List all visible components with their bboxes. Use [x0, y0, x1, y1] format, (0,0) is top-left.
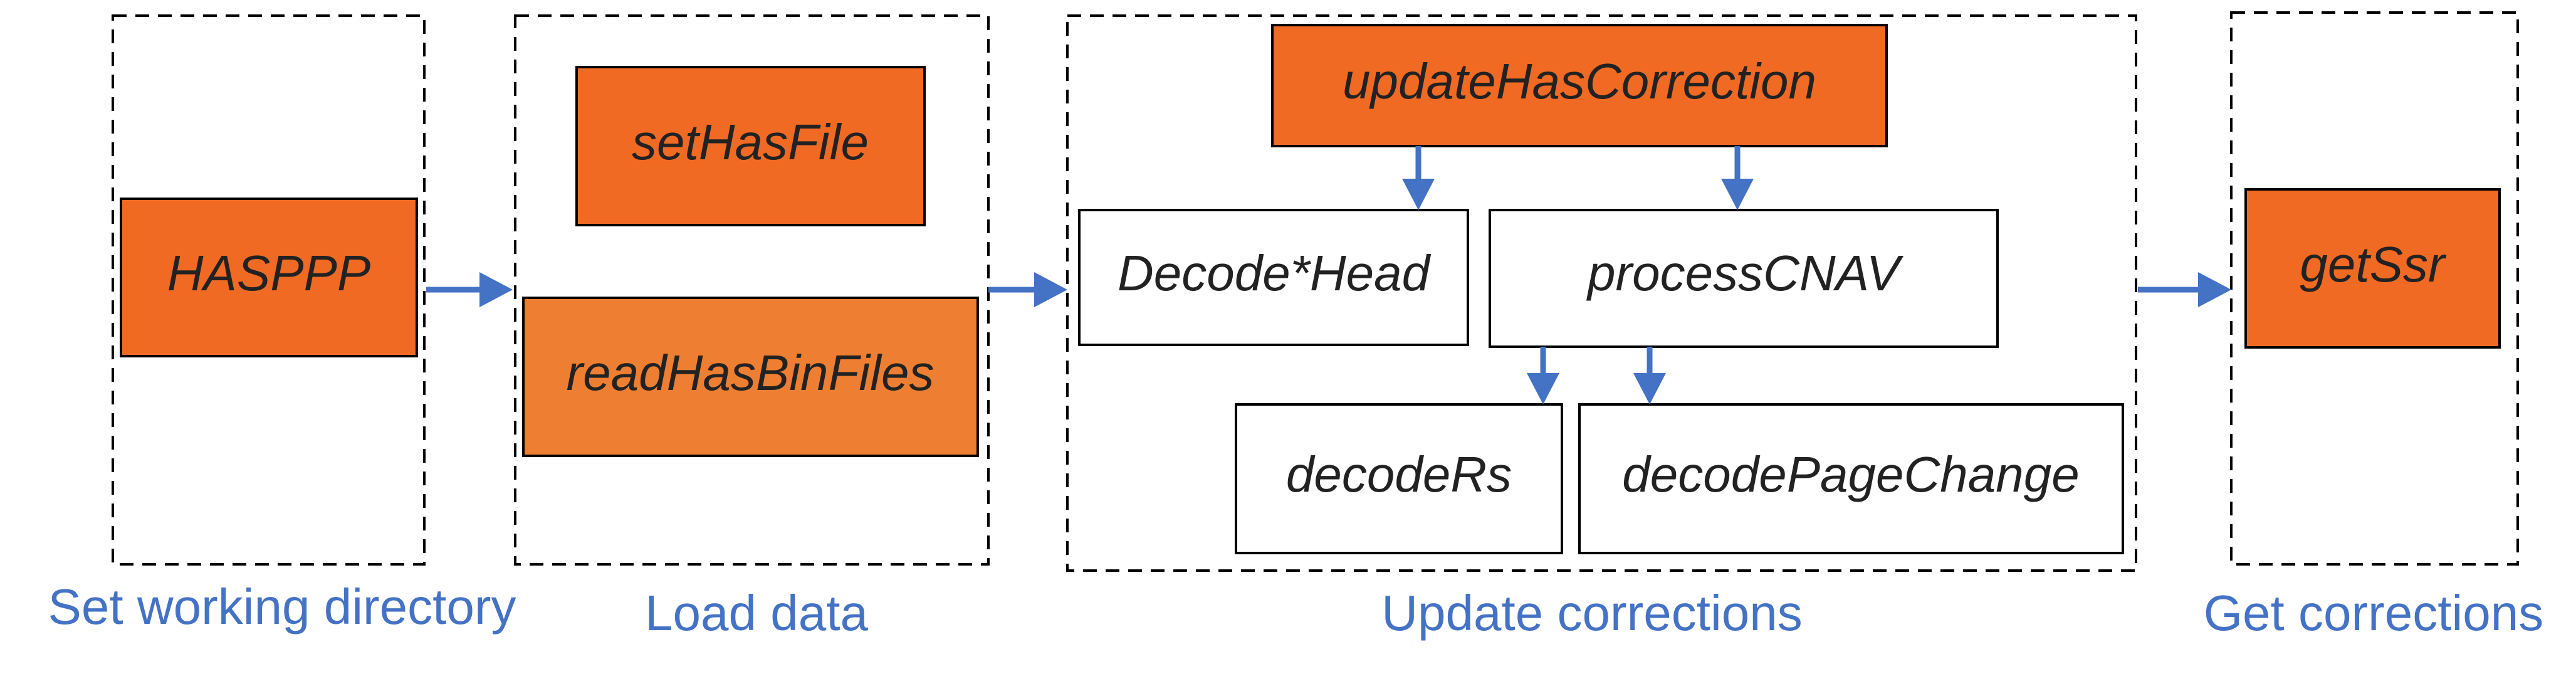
hasppp-label: HASPPP — [167, 245, 371, 301]
update-has-correction-label: updateHasCorrection — [1343, 53, 1816, 109]
get-ssr-label: getSsr — [2300, 236, 2447, 292]
arrow-update-to-decode-head — [1402, 146, 1435, 210]
arrow-load-to-update — [988, 272, 1067, 307]
update-has-correction-box — [1271, 24, 1888, 147]
decode-rs-label: decodeRs — [1286, 446, 1512, 502]
decode-page-change-box — [1578, 403, 2124, 554]
process-cnav-label: processCNAV — [1586, 245, 1904, 301]
stage-label-set-working-directory: Set working directory — [48, 579, 516, 635]
stage-box-get-corrections — [2230, 11, 2519, 566]
arrow-update-to-get — [2138, 272, 2231, 307]
stage-label-get-corrections: Get corrections — [2204, 585, 2543, 641]
stage-box-update-corrections — [1066, 14, 2137, 572]
arrow-set-to-load — [426, 272, 513, 307]
get-ssr-box — [2244, 188, 2501, 349]
stage-label-load-data: Load data — [645, 585, 868, 641]
arrow-process-cnav-to-decode-page-change — [1633, 347, 1666, 404]
arrow-process-cnav-to-decode-rs — [1527, 347, 1559, 404]
hasppp-box — [120, 198, 418, 357]
arrow-update-to-process-cnav — [1721, 146, 1754, 210]
decode-head-box — [1078, 209, 1469, 346]
decode-rs-box — [1235, 403, 1563, 554]
set-has-file-box — [575, 66, 926, 226]
stage-label-update-corrections: Update corrections — [1381, 585, 1802, 641]
set-has-file-label: setHasFile — [632, 114, 869, 170]
read-has-bin-files-box — [522, 297, 979, 457]
decode-head-label: Decode*Head — [1118, 245, 1432, 301]
decode-page-change-label: decodePageChange — [1622, 446, 2080, 502]
read-has-bin-files-label: readHasBinFiles — [567, 345, 935, 401]
stage-box-set-working-directory — [112, 14, 426, 566]
process-cnav-box — [1489, 209, 1999, 348]
